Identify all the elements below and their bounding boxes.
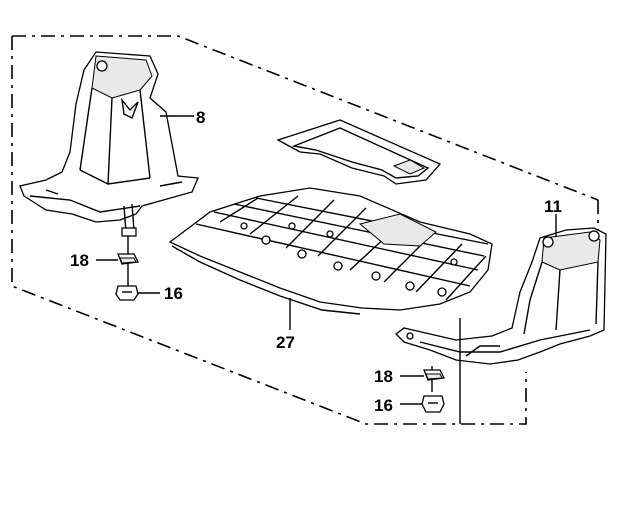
callout-11: 11 <box>544 197 562 216</box>
callout-18-left: 18 <box>70 251 89 270</box>
assembly-boundary <box>11 35 599 425</box>
rear-right-stay <box>395 227 607 365</box>
bolt-left-icon <box>115 285 139 301</box>
callout-18-right: 18 <box>374 367 393 386</box>
clip-left-icon <box>117 253 139 265</box>
callout-8: 8 <box>196 108 205 127</box>
front-left-stay <box>19 51 199 237</box>
callout-27: 27 <box>276 333 295 352</box>
bolt-right-icon <box>421 395 445 413</box>
callout-16-right: 16 <box>374 396 393 415</box>
callout-16-left: 16 <box>164 284 183 303</box>
insulator-pad <box>276 119 442 185</box>
clip-right-icon <box>423 369 445 381</box>
under-cover <box>168 187 493 315</box>
